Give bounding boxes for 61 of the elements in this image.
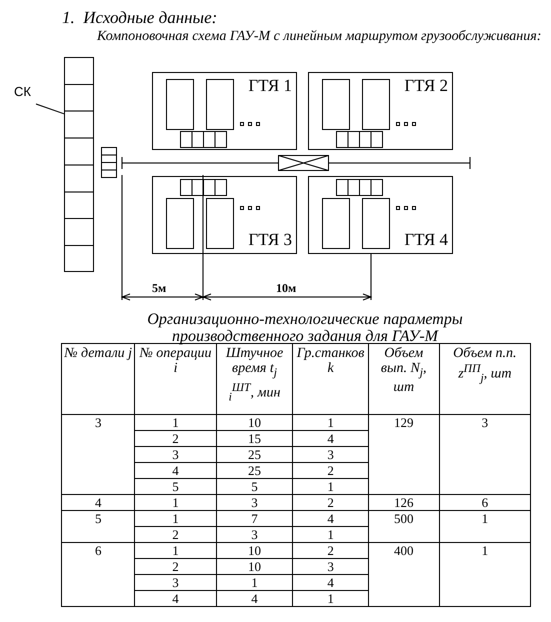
- station-box: [152, 72, 297, 150]
- table-cell: 2: [292, 494, 368, 510]
- station-name: ГТЯ 3: [248, 230, 292, 250]
- table-cell: 400: [368, 542, 440, 606]
- table-cell: 10: [216, 542, 293, 558]
- table-cell: 2: [292, 542, 368, 558]
- table-cell: 500: [368, 510, 440, 542]
- table-cell: 3: [439, 414, 530, 494]
- table-cell: 129: [368, 414, 440, 494]
- table-cell: 3: [134, 574, 216, 590]
- table-cell: 1: [439, 510, 530, 542]
- table-cell: 4: [62, 494, 135, 510]
- table-cell: 10: [216, 414, 293, 430]
- table-cell: 2: [134, 526, 216, 542]
- table-cell: 3: [216, 526, 293, 542]
- table-cell: 1: [134, 542, 216, 558]
- station-name: ГТЯ 2: [404, 76, 448, 96]
- table-cell: 4: [292, 510, 368, 526]
- dimension-label: 10м: [276, 281, 296, 296]
- table-cell: 6: [62, 542, 135, 606]
- table-cell: 7: [216, 510, 293, 526]
- table-cell: 4: [134, 462, 216, 478]
- station-name: ГТЯ 1: [248, 76, 292, 96]
- table-cell: 5: [62, 510, 135, 542]
- table-cell: 5: [216, 478, 293, 494]
- table-cell: 10: [216, 558, 293, 574]
- table-cell: 3: [134, 446, 216, 462]
- station-box: [308, 176, 453, 254]
- table-cell: 2: [134, 558, 216, 574]
- table-cell: 2: [134, 430, 216, 446]
- header-cell: Объем п.п. z$^{ПП}$$_{j}$, шт: [439, 344, 530, 414]
- table-cell: 3: [62, 414, 135, 494]
- table-cell: 3: [216, 494, 293, 510]
- table-cell: 1: [134, 494, 216, 510]
- table-cell: 1: [134, 510, 216, 526]
- table-cell: 1: [292, 414, 368, 430]
- storage-rack: [64, 57, 94, 272]
- subheading: Компоновочная схема ГАУ-М с линейным маршрутом грузообслуживания:: [97, 29, 542, 45]
- heading: 1. Исходные данные:: [62, 8, 218, 28]
- table-cell: 4: [134, 590, 216, 606]
- table-cell: 1: [439, 542, 530, 606]
- table-cell: 25: [216, 446, 293, 462]
- header-cell: № детали j: [62, 344, 135, 414]
- station-box: [308, 72, 453, 150]
- table-cell: 15: [216, 430, 293, 446]
- table-cell: 6: [439, 494, 530, 510]
- leader-line: [36, 104, 64, 114]
- station-name: ГТЯ 4: [404, 230, 448, 250]
- table-cell: 4: [216, 590, 293, 606]
- header-cell: Гр.станков k: [292, 344, 368, 414]
- header-cell: Объем вып. N$_{j}$, шт: [368, 344, 440, 414]
- table-title: Организационно-технологические параметры производственного задания для ГАУ-М: [146, 311, 464, 345]
- table-cell: 126: [368, 494, 440, 510]
- station-box: [152, 176, 297, 254]
- table-cell: 1: [216, 574, 293, 590]
- header-cell: № операции i: [134, 344, 216, 414]
- table-cell: 5: [134, 478, 216, 494]
- table-cell: 1: [134, 414, 216, 430]
- dimension-label: 5м: [152, 281, 166, 296]
- table-cell: 25: [216, 462, 293, 478]
- part-label: СК: [14, 84, 31, 99]
